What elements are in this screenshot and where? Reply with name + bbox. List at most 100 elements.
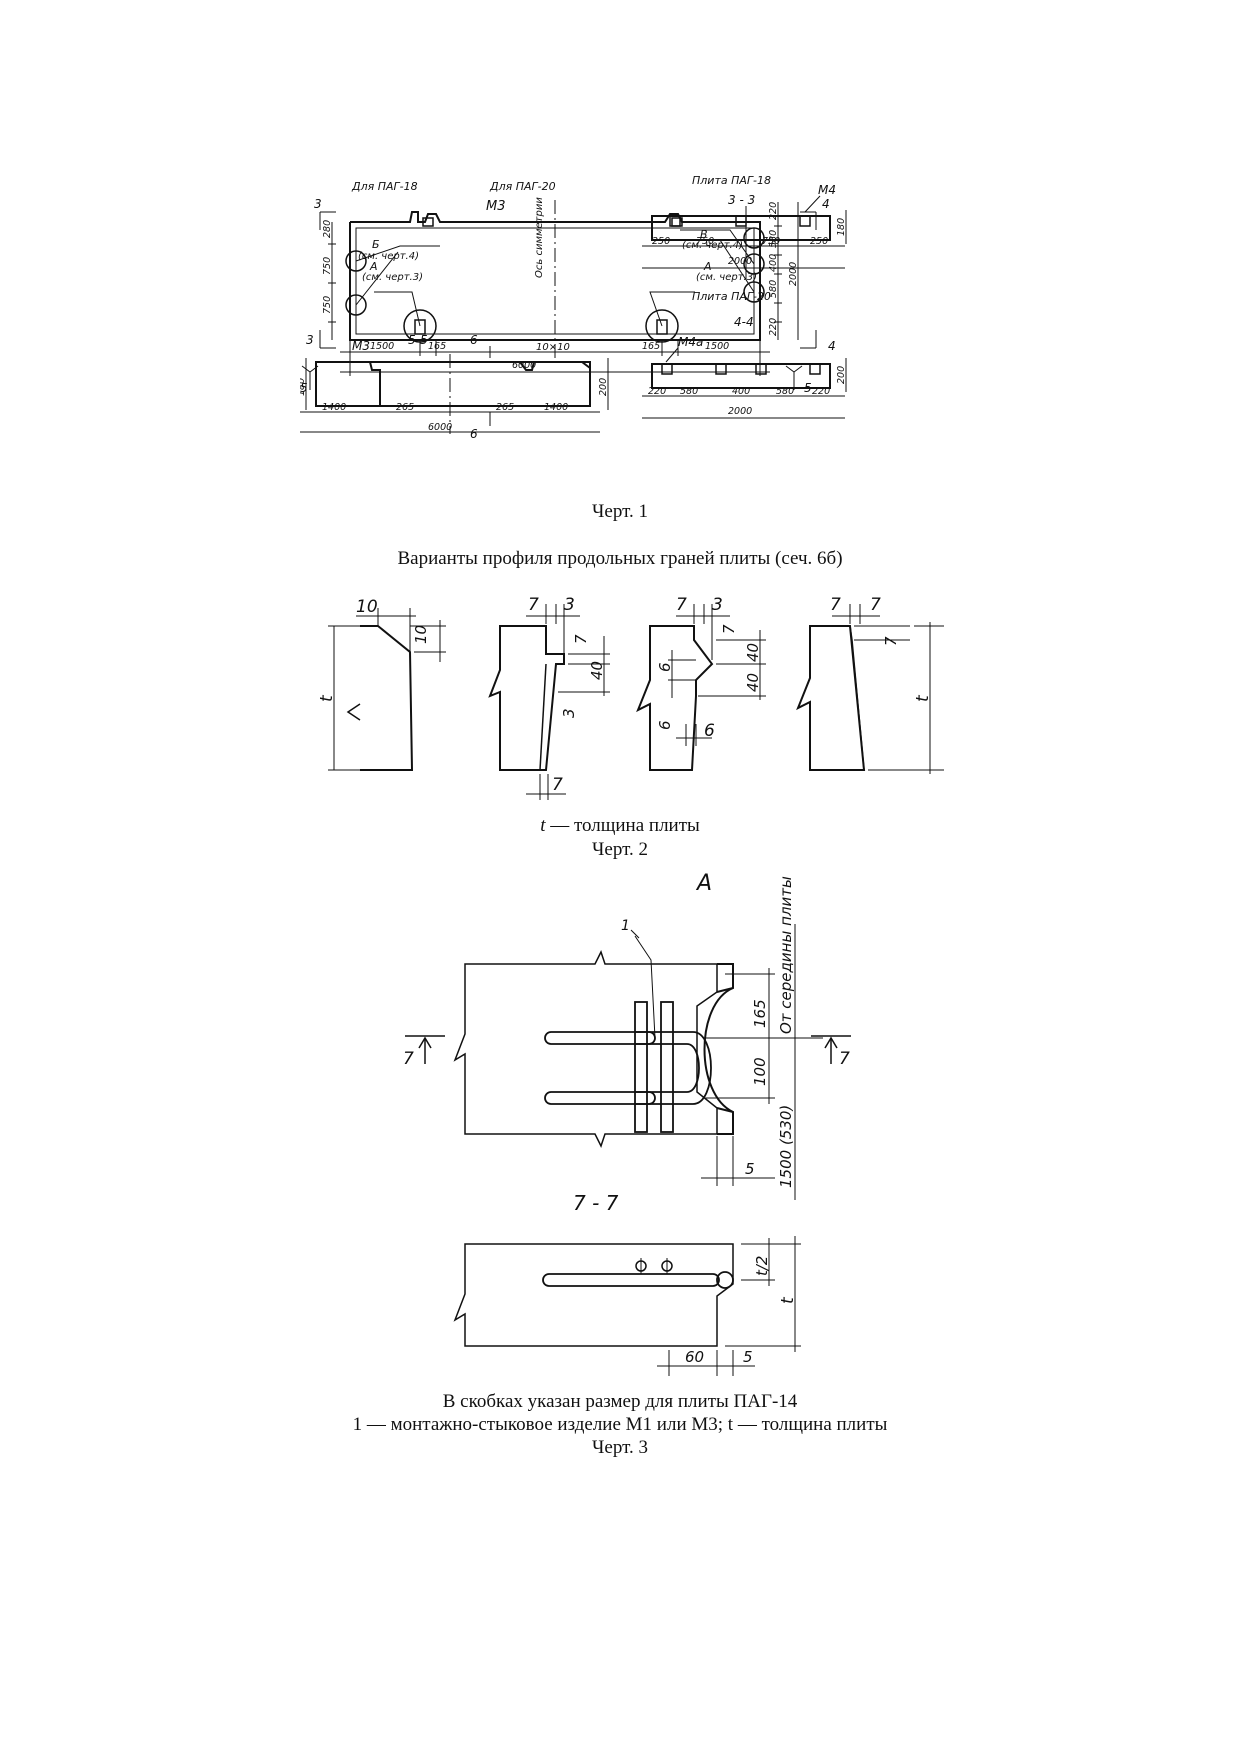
label-m3-top: М3 [486, 199, 506, 214]
dim-6000: 6000 [512, 360, 536, 371]
plate18-dim-250b: 250 [810, 236, 828, 247]
caption-1: Черт. 1 [592, 501, 648, 522]
dim-5b: 5 [743, 1348, 753, 1366]
caption-2-rest: — толщина плиты [545, 815, 700, 836]
sec55-dim-200: 200 [598, 378, 609, 396]
sec55-dim-265a: 265 [396, 402, 414, 413]
plate18-dim-180: 180 [836, 218, 847, 236]
dim-580-a: 580 [768, 230, 779, 248]
dim-165-left: 165 [428, 341, 446, 352]
dim-5: 5 [745, 1160, 755, 1178]
p3-dim-6c: 6 [704, 721, 715, 741]
label-v-mark: В [700, 228, 708, 241]
plate20-dim-220b: 220 [812, 386, 830, 397]
caption-3: Черт. 3 [592, 1437, 648, 1458]
p3-dim-40a: 40 [744, 643, 762, 662]
dim-400: 400 [768, 254, 779, 272]
dim-1500-530: 1500 (530) [777, 1105, 795, 1188]
caption-3-line-1: В скобках указан размер для плиты ПАГ-14 [442, 1391, 798, 1412]
cut-3-bottom: 3 [306, 333, 314, 347]
section-7-7: t/2 t 60 5 [453, 1236, 801, 1376]
p1-dim-10a: 10 [356, 597, 378, 617]
plate18-dim-750a: 750 [696, 236, 714, 247]
plate-20-section: Плита ПАГ-20 4-4 М4а 220 580 400 580 220… [642, 290, 847, 419]
p4-t: t [913, 694, 933, 702]
section-5-5: 5-5 М3 6 6 10×10 180 200 1400 265 265 14… [300, 333, 609, 441]
cut-4-bottom: 4 [828, 339, 836, 353]
p4-dim-7b: 7 [870, 595, 881, 615]
plate18-dim-250a: 250 [652, 236, 670, 247]
plate18-section-label: 3 - 3 [728, 193, 755, 207]
dim-165: 165 [751, 999, 769, 1028]
drawing-2: 10 10 t 7 3 7 40 3 7 [320, 574, 960, 806]
sec55-dim-1400a: 1400 [322, 402, 346, 413]
dim-280: 280 [322, 220, 333, 238]
sec55-m3: М3 [352, 339, 370, 353]
p3-dim-40b: 40 [744, 673, 762, 692]
p2-dim-7a: 7 [528, 595, 539, 615]
plate18-dim-2000: 2000 [728, 256, 752, 267]
dim-750-b: 750 [322, 296, 333, 314]
dim-750-a: 750 [322, 257, 333, 275]
dim-t-half: t/2 [753, 1256, 771, 1276]
drawing-3: А 1 7 7 165 100 От серед [395, 864, 865, 1384]
sec55-dim-180: 180 [300, 378, 307, 396]
label-a-mark-right: А [703, 260, 712, 273]
dim-2000-vertical: 2000 [788, 262, 799, 286]
plate20-dim-400: 400 [732, 386, 750, 397]
sec55-dim-6000: 6000 [428, 422, 452, 433]
cut-7-left: 7 [403, 1049, 414, 1069]
profile-4: 7 7 7 t [796, 595, 944, 774]
caption-2: Черт. 2 [592, 839, 648, 860]
sec55-title: 5-5 [408, 333, 428, 347]
sec55-cut6-top: 6 [470, 333, 478, 347]
p2-dim-7c: 7 [552, 775, 563, 795]
plate18-title: Плита ПАГ-18 [692, 174, 771, 187]
caption-2-note: t — толщина плиты [0, 814, 1240, 837]
plate-18-section: Плита ПАГ-18 3 - 3 М4 250 750 750 250 20… [642, 174, 847, 280]
profile-2: 7 3 7 40 3 7 [488, 595, 610, 800]
label-for-pag20: Для ПАГ-20 [489, 180, 556, 193]
label-axis: Ось симметрии [534, 197, 545, 278]
p2-dim-7b: 7 [572, 634, 590, 644]
drawing3-item-1: 1 [621, 918, 630, 934]
plate20-dim-2000: 2000 [728, 406, 752, 417]
section-7-7-title: 7 - 7 [573, 1191, 619, 1215]
caption-2-t: t [540, 815, 546, 836]
p3-dim-6a: 6 [656, 662, 674, 672]
p3-dim-6b: 6 [656, 720, 674, 730]
p3-dim-3: 3 [712, 595, 723, 615]
caption-3-line-2: 1 — монтажно-стыковое изделие М1 или М3;… [352, 1414, 888, 1435]
cut-4-top: 4 [822, 197, 830, 211]
dim-60: 60 [685, 1348, 704, 1366]
p3-dim-7b: 7 [720, 624, 738, 634]
cut-3-top: 3 [314, 197, 322, 211]
label-for-pag18: Для ПАГ-18 [351, 180, 418, 193]
middle-note: От середины плиты [777, 876, 795, 1034]
dim-t: t [778, 1296, 798, 1304]
plate20-m4a: М4а [678, 335, 703, 349]
plate20-dim-200: 200 [836, 366, 847, 384]
p3-dim-7a: 7 [676, 595, 687, 615]
p2-dim-3: 3 [564, 595, 575, 615]
heading-2: Варианты профиля продольных граней плиты… [397, 548, 843, 569]
label-b-mark: Б [372, 238, 380, 251]
label-b-ref: (см. черт.4) [358, 251, 419, 262]
sec55-dim-1400b: 1400 [544, 402, 568, 413]
p1-dim-10b: 10 [412, 625, 430, 644]
p2-dim-3b: 3 [560, 708, 578, 718]
profile-3: 7 3 7 40 6 40 6 6 [636, 595, 766, 771]
sec55-chamfer: 10×10 [536, 342, 570, 353]
plate20-dim-220a: 220 [648, 386, 666, 397]
plate18-m4: М4 [818, 183, 836, 197]
p4-dim-7c: 7 [882, 636, 900, 646]
drawing-1: Для ПАГ-18 Для ПАГ-20 М3 Б (см. черт.4) … [300, 160, 960, 490]
plate20-dim-580b: 580 [776, 386, 794, 397]
plate20-section-label: 4-4 [734, 315, 754, 329]
drawing3-title: А [695, 871, 712, 896]
sec55-dim-265b: 265 [496, 402, 514, 413]
p1-t: t [320, 694, 337, 702]
label-a-ref-right: (см. черт.3) [696, 272, 757, 283]
plate20-dim-580a: 580 [680, 386, 698, 397]
label-a-ref-left: (см. черт.3) [362, 272, 423, 283]
